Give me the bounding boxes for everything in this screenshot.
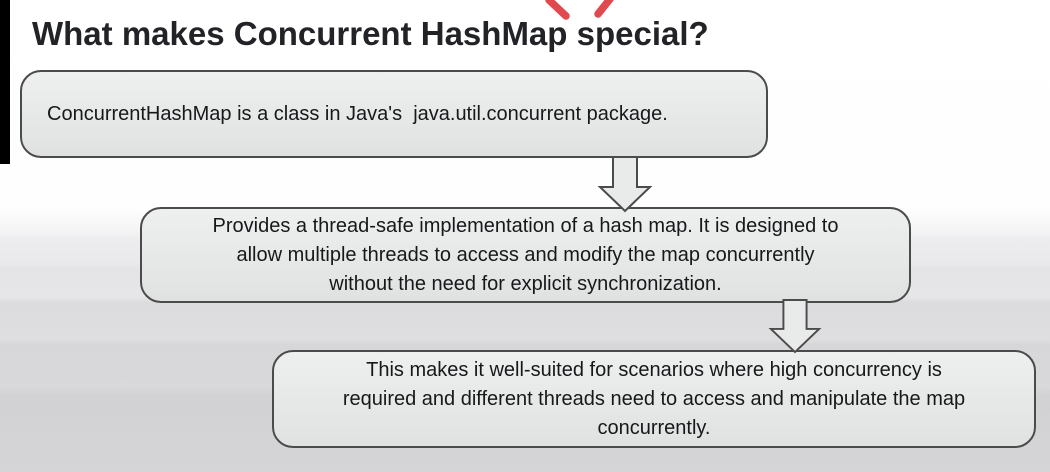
red-marker-strokes-icon bbox=[545, 0, 614, 20]
down-arrow-icon bbox=[597, 156, 653, 213]
flow-box-use-cases: This makes it well-suited for scenarios … bbox=[272, 350, 1036, 448]
flow-box-text: ConcurrentHashMap is a class in Java's j… bbox=[47, 102, 668, 125]
page-title: What makes Concurrent HashMap special? bbox=[32, 15, 709, 52]
down-arrow-icon bbox=[768, 299, 822, 354]
flow-box-definition: ConcurrentHashMap is a class in Java's j… bbox=[20, 70, 768, 158]
letterbox-left bbox=[0, 0, 10, 164]
flow-box-text: Provides a thread-safe implementation of… bbox=[212, 214, 839, 295]
flow-box-thread-safety: Provides a thread-safe implementation of… bbox=[140, 207, 911, 303]
flow-box-text: This makes it well-suited for scenarios … bbox=[342, 358, 966, 439]
